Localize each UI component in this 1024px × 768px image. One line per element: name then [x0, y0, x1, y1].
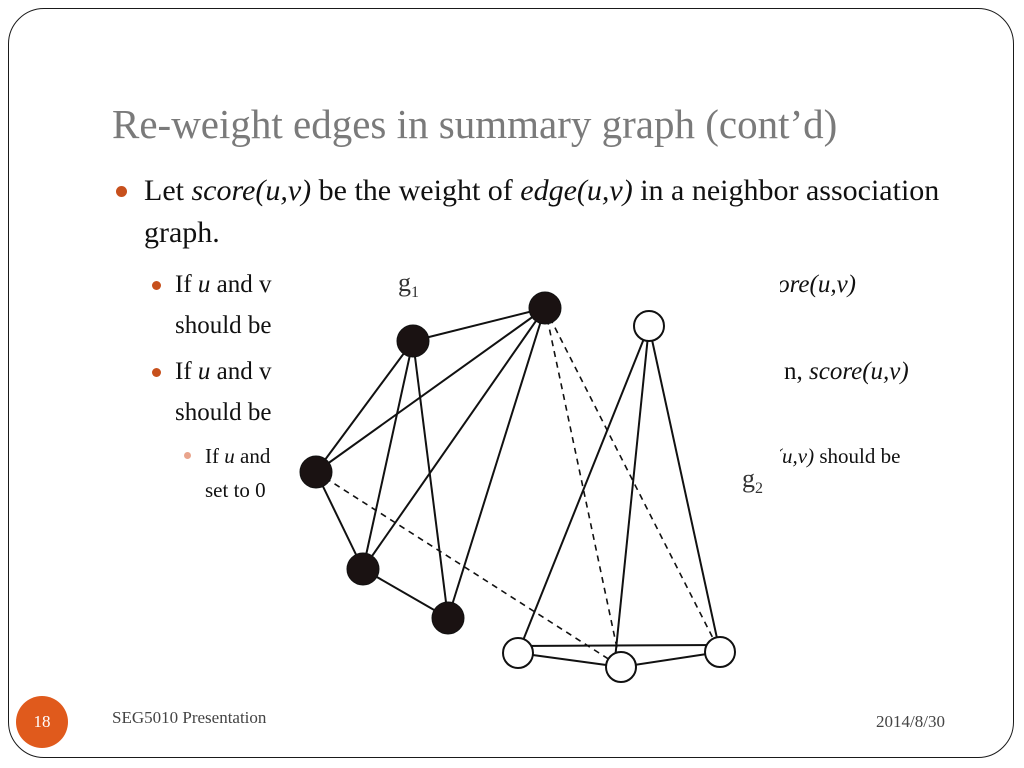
footer-presentation-name: SEG5010 Presentation	[112, 708, 267, 727]
bullet-level2-a-tail: core(u,v)	[766, 265, 856, 305]
text-run: n,	[784, 358, 809, 385]
text-run: If	[205, 444, 225, 468]
bullet-level2-b-tail: n, score(u,v)	[784, 352, 909, 392]
edge	[517, 325, 650, 654]
bullet-level3-line1: If u and	[205, 440, 965, 473]
text-run: Let	[144, 174, 192, 207]
bullet-level1: Let score(u,v) be the weight of edge(u,v…	[144, 170, 964, 254]
edge	[447, 307, 546, 619]
bullet-marker	[184, 452, 191, 459]
text-run: If	[175, 358, 198, 385]
graph-figure: g1 g2	[290, 262, 780, 692]
bullet-marker	[152, 368, 161, 377]
graph-node	[704, 636, 736, 668]
slide-title: Re-weight edges in summary graph (cont’d…	[112, 101, 838, 147]
text-run: be the weight of	[311, 174, 521, 207]
g2-nodes	[502, 310, 736, 683]
bullet-level2-b-line1: If u and v	[175, 352, 955, 392]
page-number-badge: 18	[16, 696, 68, 748]
bullet-level2-b-line2: should be	[175, 399, 272, 426]
figure-background	[290, 262, 780, 692]
edge	[412, 340, 449, 619]
g2-label: g2	[742, 464, 763, 497]
graph-node	[431, 601, 465, 635]
text-run: should be	[814, 444, 901, 468]
text-run-italic: score(u,v)	[191, 174, 312, 207]
bullet-marker	[116, 186, 127, 197]
graph-node	[346, 552, 380, 586]
edge	[412, 307, 546, 342]
g1-nodes	[299, 291, 562, 635]
text-run-italic: score(u,v)	[809, 358, 909, 385]
edge	[613, 325, 650, 670]
edge	[620, 651, 721, 668]
edge	[648, 325, 721, 653]
edge	[315, 307, 546, 473]
graph-node	[299, 455, 333, 489]
text-run-italic: edge(u,v)	[520, 174, 633, 207]
text-run-italic: core(u,v)	[766, 271, 856, 298]
edge	[517, 652, 622, 668]
text-run-italic: u	[197, 358, 211, 385]
text-run-italic: (u,v)	[775, 444, 815, 468]
graph-node	[528, 291, 562, 325]
graph-node	[396, 324, 430, 358]
text-run: in a neighbor association graph.	[144, 174, 940, 249]
text-run-italic: u	[197, 271, 211, 298]
text-run: and	[234, 444, 271, 468]
bullet-level2-a-line2: should be	[175, 312, 272, 339]
graph-node	[605, 651, 637, 683]
bullet-marker	[152, 281, 161, 290]
text-run: If	[175, 271, 198, 298]
edge	[362, 340, 414, 570]
text-run-italic: u	[224, 444, 235, 468]
text-run: and v	[210, 271, 272, 298]
edge	[362, 307, 546, 570]
text-run: and v	[210, 358, 272, 385]
graph-node	[633, 310, 665, 342]
g2-edges	[517, 325, 721, 670]
bullet-level2-a-line1: If u and v	[175, 265, 955, 305]
edge	[315, 340, 414, 473]
footer-date: 2014/8/30	[876, 712, 945, 731]
graph-node	[502, 637, 534, 669]
edge	[517, 644, 721, 647]
bullet-level3-tail: (u,v) should be	[775, 440, 900, 473]
bullet-level3-line2: set to 0	[205, 478, 266, 502]
edge	[315, 471, 364, 570]
dashed-edge	[315, 471, 622, 668]
g1-label: g1	[398, 268, 419, 301]
g1-edges	[315, 307, 546, 619]
